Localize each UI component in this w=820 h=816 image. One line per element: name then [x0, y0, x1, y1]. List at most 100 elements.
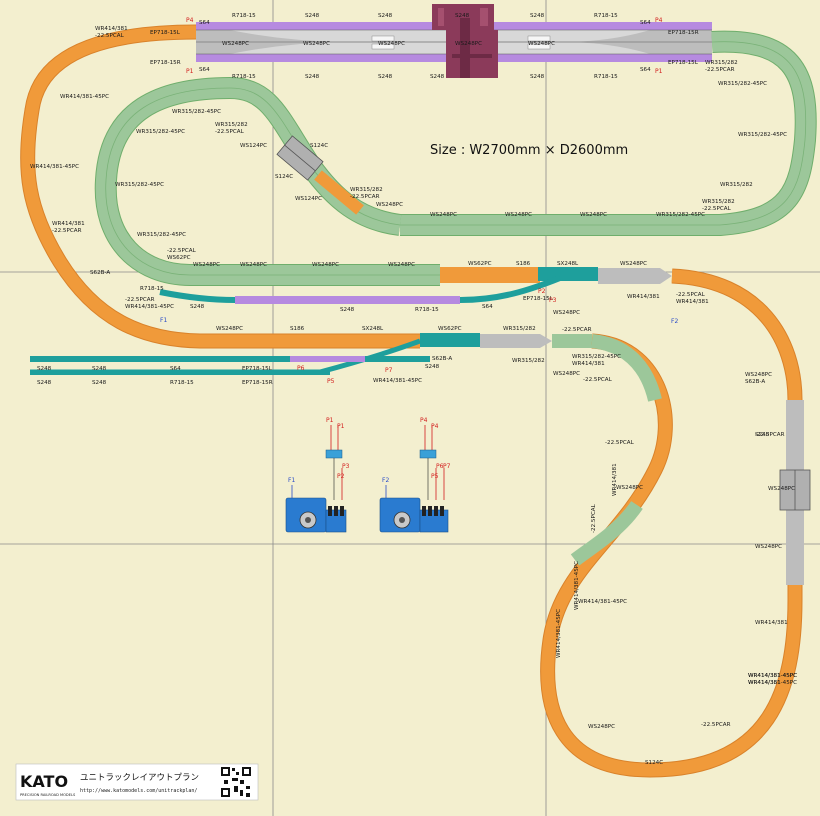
snake-green-b: [570, 500, 643, 566]
lower-mainline: [30, 333, 592, 375]
track-piece-label: WR315/282: [215, 122, 248, 128]
track-piece-label: S248: [37, 380, 52, 386]
track-piece-label: R718-15: [232, 74, 256, 80]
track-piece-label: WS248PC: [222, 41, 249, 47]
track-piece-label: WR315/282-45PC: [172, 109, 221, 115]
track-piece-label: -22.5PCAR: [562, 327, 592, 333]
track-piece-label: WR414/381: [52, 221, 85, 227]
track-piece-label: S248: [425, 364, 440, 370]
station-building: [432, 4, 498, 78]
track-piece-label: WR315/282-45PC: [656, 212, 705, 218]
track-piece-label: S124C: [310, 143, 328, 149]
track-piece-label: WS248PC: [376, 202, 403, 208]
point-machine-label: P4: [186, 17, 194, 24]
track-piece-label: -22.5PCAL: [591, 503, 597, 533]
track-piece-label: S248: [530, 74, 545, 80]
controller-feeder-label: F1: [288, 477, 295, 484]
track-piece-label: WS248PC: [616, 485, 643, 491]
track-piece-label: WS248PC: [216, 326, 243, 332]
track-piece-label: S248: [305, 13, 320, 19]
middle-straights: [159, 267, 672, 304]
outer-loop-left: [20, 24, 420, 349]
track-piece-label: S64: [199, 20, 210, 26]
track-piece-label: WR414/381: [676, 299, 709, 305]
controller-switch-label: P1: [326, 417, 334, 424]
track-piece-label: WR315/282: [702, 199, 735, 205]
track-piece-label: -22.5PCAL: [702, 206, 732, 212]
track-piece-label: WS248PC: [580, 212, 607, 218]
track-piece-label: S248: [92, 380, 107, 386]
track-piece-label: WR414/381-45PC: [748, 673, 797, 679]
track-piece-label: -22.5PCAL: [95, 33, 125, 39]
track-piece-label: S62B-A: [745, 379, 765, 385]
track-piece-label: WS248PC: [528, 41, 555, 47]
track-piece-label: SX248L: [557, 261, 579, 267]
track-piece-label: S248: [430, 74, 445, 80]
point-machine-label: P4: [655, 17, 663, 24]
track-piece-label: S62B-A: [90, 270, 110, 276]
brand-logo: KATO: [20, 772, 68, 791]
track-piece-label: WS248PC: [312, 262, 339, 268]
track-piece-label: WR414/381: [572, 361, 605, 367]
plan-url[interactable]: http://www.katomodels.com/unitrackplan/: [80, 788, 197, 794]
track-piece-label: WR315/282-45PC: [136, 129, 185, 135]
track-piece-label: WS62PC: [167, 255, 191, 261]
track-piece-label: S248: [340, 307, 355, 313]
track-piece-label: S248: [378, 74, 393, 80]
track-piece-label: S248: [755, 432, 770, 438]
track-piece-label: WS248PC: [768, 486, 795, 492]
point-machine-label: P3: [549, 297, 557, 304]
track-piece-label: EP718-15L: [523, 296, 554, 302]
track-piece-label: S124C: [275, 174, 293, 180]
track-piece-label: S64: [640, 20, 651, 26]
track-piece-label: R718-15: [594, 13, 618, 19]
track-piece-label: WR414/381: [95, 26, 128, 32]
track-piece-label: WS248PC: [745, 372, 772, 378]
track-piece-label: WR414/381-45PC: [556, 609, 562, 658]
track-piece-label: R718-15: [170, 380, 194, 386]
track-piece-label: WR414/381: [755, 620, 788, 626]
track-piece-label: R718-15: [232, 13, 256, 19]
point-machine-label: P1: [655, 68, 663, 75]
track-piece-label: WR414/381-45PC: [373, 378, 422, 384]
snake-green-a: [590, 334, 662, 402]
track-piece-label: WR315/282: [720, 182, 753, 188]
track-piece-label: WR414/381: [612, 463, 618, 496]
point-machine-label: P1: [186, 68, 194, 75]
track-piece-label: WS248PC: [193, 262, 220, 268]
viaduct-crossing-top: [276, 135, 324, 181]
track-piece-label: WS124PC: [295, 196, 322, 202]
track-piece-label: WS248PC: [378, 41, 405, 47]
feeder-label: F2: [671, 318, 678, 325]
track-piece-label: WS248PC: [505, 212, 532, 218]
controller-switch-label: P6: [436, 463, 444, 470]
controller-feeder-label: F2: [382, 477, 389, 484]
track-piece-label: -22.5PCAR: [125, 297, 155, 303]
track-piece-label: S248: [190, 304, 205, 310]
track-piece-label: S248: [92, 366, 107, 372]
track-piece-label: WS248PC: [455, 41, 482, 47]
plan-title: ユニトラックレイアウトプラン: [80, 773, 199, 783]
track-piece-label: S64: [199, 67, 210, 73]
controller-switch-label: P7: [443, 463, 451, 470]
controller-switch-label: P1: [337, 423, 345, 430]
point-machine-label: P6: [297, 365, 305, 372]
track-piece-label: EP718-15L: [668, 60, 699, 66]
viaduct-crossing-right: [779, 469, 811, 511]
feeder-label: F1: [160, 317, 167, 324]
track-piece-label: WR414/381-45PC: [125, 304, 174, 310]
track-piece-label: WR414/381-45PC: [60, 94, 109, 100]
track-piece-label: WR414/381-45PC: [748, 673, 797, 679]
track-piece-label: WS248PC: [588, 724, 615, 730]
point-machine-label: P5: [327, 378, 335, 385]
track-piece-label: WR414/381-45PC: [578, 599, 627, 605]
track-piece-label: -22.5PCAL: [167, 248, 197, 254]
track-piece-label: S64: [640, 67, 651, 73]
track-piece-label: S186: [290, 326, 305, 332]
footer-logo: KATO PRECISION RAILROAD MODELS ユニトラックレイア…: [15, 763, 259, 801]
track-piece-label: WS124PC: [240, 143, 267, 149]
track-piece-label: WR315/282-45PC: [137, 232, 186, 238]
